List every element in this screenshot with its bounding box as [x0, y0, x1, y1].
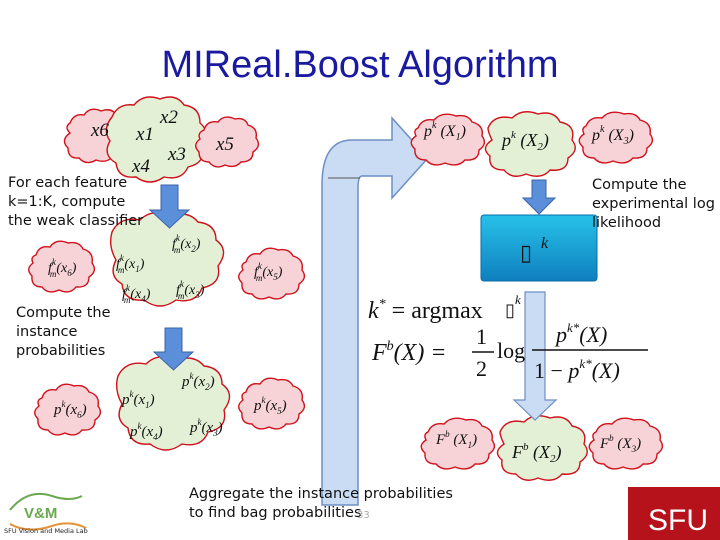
label-p-x1: pk(x1): [121, 389, 155, 410]
cloud-FX2: [496, 415, 588, 481]
theta-k-label: k: [541, 235, 549, 252]
likelihood-box: [480, 214, 598, 282]
svg-text:k* = argmax: k* = argmax: [368, 297, 483, 324]
cloud-pX2: [484, 111, 576, 177]
instance-prob-clouds: [34, 356, 306, 451]
svg-text:2: 2: [476, 356, 487, 381]
label-p-x5: pk(x5): [253, 395, 287, 416]
label-FX2: Fb (X2): [511, 441, 562, 465]
page-title: MIReal.Boost Algorithm: [161, 44, 559, 86]
formula-Fb: Fb(X) = 1 2 log pk*(X) 1 − pk*(X): [371, 320, 648, 383]
label-instance-prob: Compute the instance probabilities: [16, 305, 111, 359]
formula-argmax: k* = argmax ▯ k: [368, 292, 521, 324]
label-x5: x5: [215, 134, 234, 155]
cloud-FX1: [420, 417, 496, 470]
svg-text:pk*(X): pk*(X): [554, 320, 607, 347]
svg-text:1: 1: [476, 324, 487, 349]
label-x1: x1: [135, 124, 154, 145]
svg-text:log: log: [497, 338, 525, 363]
down-arrow-weak: [148, 184, 191, 229]
cloud-pX3: [578, 111, 654, 164]
svg-text:1 − pk*(X): 1 − pk*(X): [534, 356, 620, 383]
theta-symbol: ▯: [520, 240, 532, 265]
cloud-x5: [195, 116, 260, 168]
instance-clouds-row1: [63, 96, 260, 183]
svg-text:Fb(X) =: Fb(X) =: [371, 339, 447, 366]
bag-score-clouds: [420, 415, 664, 481]
label-x6: x6: [90, 120, 109, 141]
label-weak-classifier: For each feature k=1:K, compute the weak…: [8, 175, 144, 229]
svg-text:k: k: [515, 292, 521, 307]
cloud-pX1: [410, 113, 486, 166]
cloud-fm-x5: [238, 247, 306, 300]
label-p-x6: pk(x6): [53, 399, 87, 420]
label-x3: x3: [167, 144, 186, 165]
cloud-p-x5: [238, 377, 306, 430]
svg-text:▯: ▯: [505, 300, 515, 320]
sfu-logo-box: [628, 487, 720, 540]
label-x2: x2: [159, 107, 178, 128]
down-arrow-instance: [152, 327, 195, 371]
label-experimental: Compute the experimental log likelihood: [592, 177, 715, 231]
bag-prob-clouds: [410, 111, 654, 177]
down-arrow-bag-score: [512, 291, 558, 421]
down-arrow-experimental: [521, 179, 557, 215]
label-aggregate: Aggregate the instance probabilities to …: [189, 486, 453, 521]
cloud-x-center: [105, 96, 208, 183]
weak-classifier-clouds: [28, 212, 306, 307]
cloud-fm-x6: [28, 240, 96, 293]
lab-logo: V&M: [9, 492, 87, 531]
cloud-FX3: [588, 417, 664, 470]
label-p-x2: pk(x2): [181, 371, 215, 392]
svg-text:V&M: V&M: [24, 505, 57, 522]
page-number: 33: [357, 510, 370, 521]
label-p-x4: pk(x4): [129, 421, 163, 442]
sfu-logo-text: SFU: [648, 504, 708, 537]
lab-name: SFU Vision and Media Lab: [4, 527, 88, 535]
label-p-x3: pk(x3): [189, 417, 223, 438]
cloud-p-x6: [34, 383, 102, 436]
label-x4: x4: [131, 156, 150, 177]
